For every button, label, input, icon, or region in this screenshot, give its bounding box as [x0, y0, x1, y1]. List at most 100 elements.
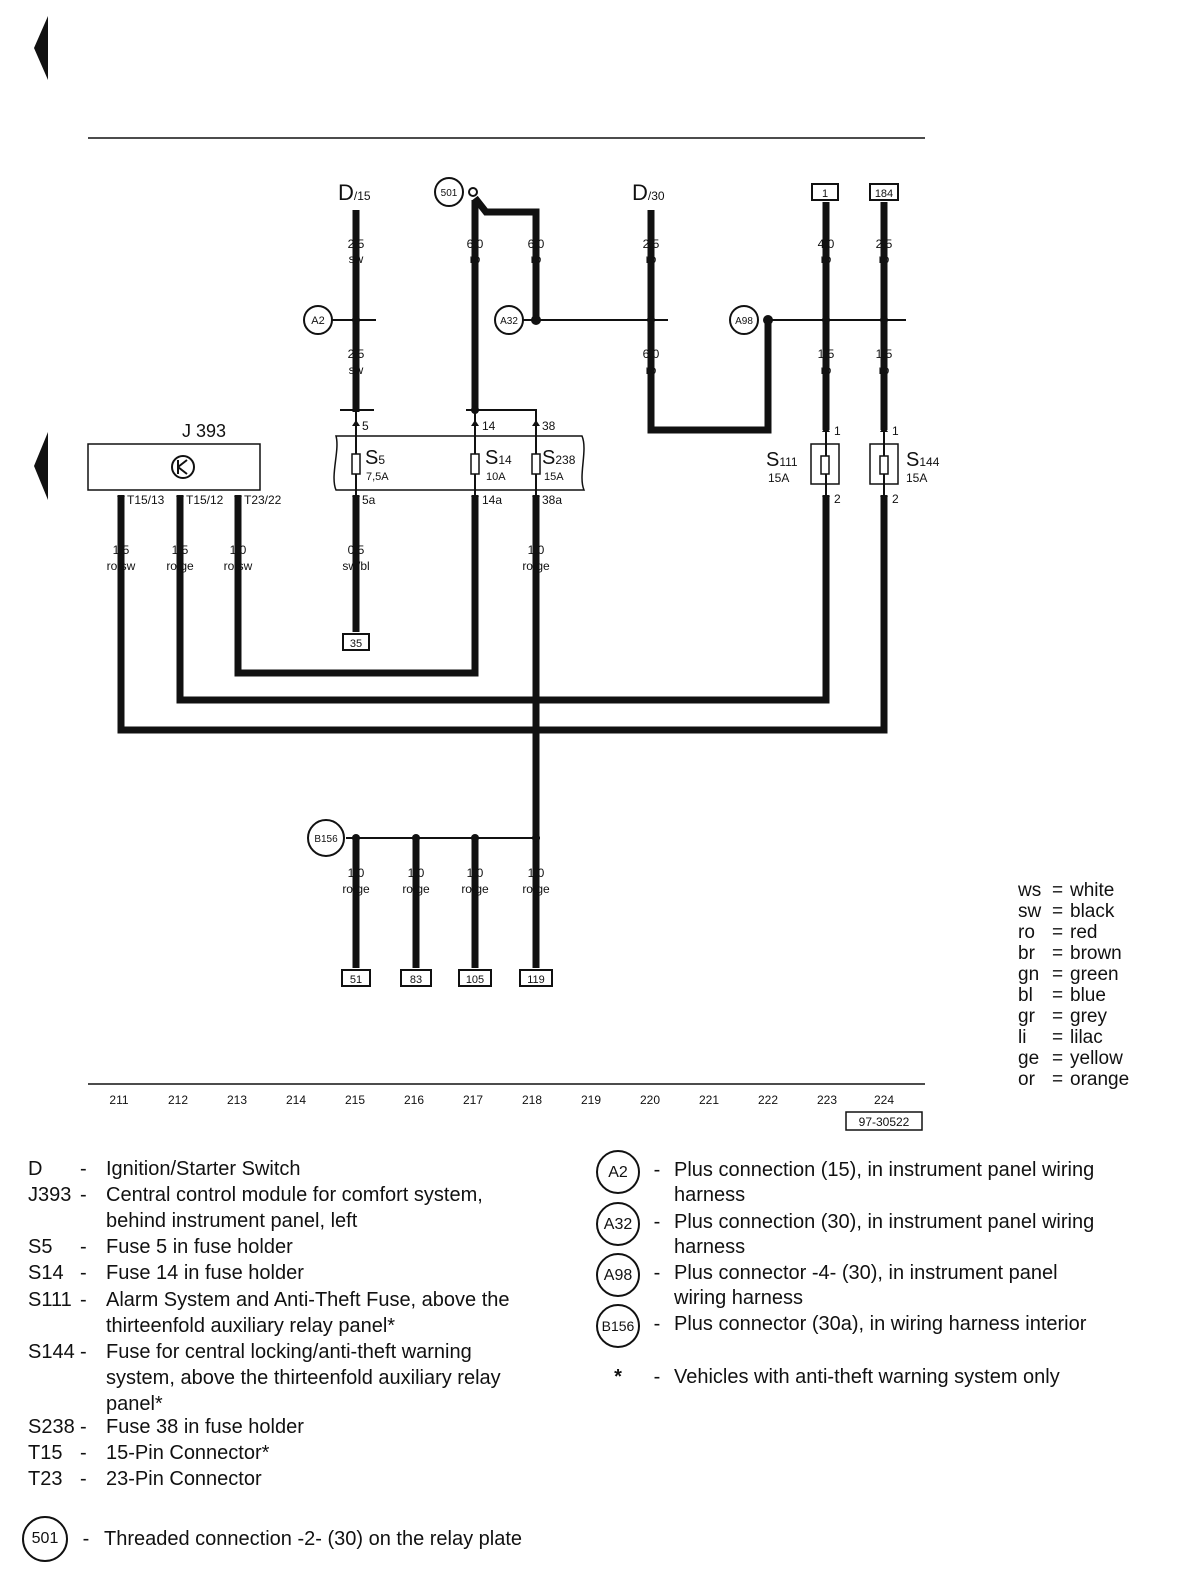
connector-501: 501: [434, 177, 478, 207]
ruler-219: 219: [581, 1093, 601, 1107]
ruler-211: 211: [109, 1093, 128, 1107]
svg-text:1,0: 1,0: [467, 866, 484, 880]
connector-a2: A2: [303, 305, 333, 335]
ref-box-119: 119: [519, 969, 553, 987]
svg-text:83: 83: [410, 974, 422, 986]
equals: =: [1052, 901, 1064, 922]
ref-box-105: 105: [458, 969, 492, 987]
pin-arrows: [117, 420, 888, 502]
svg-text:ro: ro: [821, 252, 832, 266]
equals: =: [1052, 1069, 1064, 1090]
svg-text:1,5: 1,5: [113, 543, 130, 557]
svg-text:38a: 38a: [542, 493, 562, 507]
fuse-holder: [333, 435, 586, 491]
svg-text:ro/ge: ro/ge: [522, 882, 550, 896]
svg-text:ro: ro: [646, 363, 657, 377]
ruler-212: 212: [168, 1093, 188, 1107]
svg-text:4,0: 4,0: [818, 237, 835, 251]
legend-row-a2: A2-Plus connection (15), in instrument p…: [596, 1150, 1124, 1208]
ruler-222: 222: [758, 1093, 778, 1107]
svg-text:2,5: 2,5: [643, 237, 660, 251]
fuse-holder-wires: [355, 412, 537, 496]
connector-a2-icon: A2: [596, 1150, 640, 1194]
svg-text:ro/sw: ro/sw: [224, 559, 253, 573]
ruler-216: 216: [404, 1093, 424, 1107]
svg-text:1,0: 1,0: [528, 543, 545, 557]
svg-text:ro: ro: [879, 252, 890, 266]
svg-text:ro: ro: [531, 252, 542, 266]
svg-text:1,0: 1,0: [408, 866, 425, 880]
page-arrow-top-icon[interactable]: [34, 16, 48, 80]
svg-text:A32: A32: [500, 316, 518, 327]
d30-label: D/30: [632, 180, 665, 205]
thin-wires: [330, 319, 906, 839]
svg-text:1,5: 1,5: [818, 347, 835, 361]
svg-text:A98: A98: [735, 316, 753, 327]
svg-text:5a: 5a: [362, 493, 376, 507]
legend-row-b156: B156-Plus connector (30a), in wiring har…: [596, 1304, 1124, 1348]
legend-row-t23: T23-23-Pin Connector: [28, 1468, 262, 1490]
svg-text:T23/22: T23/22: [244, 493, 282, 507]
legend-row-s238: S238-Fuse 38 in fuse holder: [28, 1416, 304, 1438]
legend-row-s5: S5-Fuse 5 in fuse holder: [28, 1236, 293, 1258]
svg-text:5: 5: [362, 419, 369, 433]
s14-label: S14: [485, 447, 512, 469]
module-j393: [87, 443, 261, 491]
color-key-row: ge=yellow: [1018, 1048, 1123, 1069]
ref-box-83: 83: [400, 969, 432, 987]
svg-text:ro/ge: ro/ge: [461, 882, 489, 896]
legend-row-501: 501 - Threaded connection -2- (30) on th…: [22, 1516, 564, 1562]
color-key-row: br=brown: [1018, 943, 1122, 964]
svg-text:35: 35: [350, 638, 362, 650]
ref-box-1: 1: [811, 183, 839, 201]
equals: =: [1052, 1027, 1064, 1048]
legend-row-s144: S144-Fuse for central locking/anti-theft…: [28, 1341, 501, 1415]
svg-text:1,0: 1,0: [528, 866, 545, 880]
equals: =: [1052, 1048, 1064, 1069]
svg-text:119: 119: [527, 974, 545, 986]
svg-text:38: 38: [542, 419, 556, 433]
legend-row-s111: S111-Alarm System and Anti-Theft Fuse, a…: [28, 1289, 510, 1337]
pin-labels: 5 14 38 5a 14a 38a 1 2 1 2 T15/13 T15/12…: [127, 419, 899, 507]
svg-text:6,0: 6,0: [467, 237, 484, 251]
legend-row-d: D-Ignition/Starter Switch: [28, 1158, 301, 1180]
page-arrow-mid-icon[interactable]: [34, 432, 48, 500]
svg-text:B156: B156: [314, 834, 338, 845]
svg-text:2: 2: [892, 492, 899, 506]
legend-row-s14: S14-Fuse 14 in fuse holder: [28, 1262, 304, 1284]
svg-text:ro/sw: ro/sw: [107, 559, 136, 573]
svg-text:ro/ge: ro/ge: [166, 559, 194, 573]
ruler-224: 224: [874, 1093, 894, 1107]
svg-text:6,0: 6,0: [643, 347, 660, 361]
ref-box-184: 184: [869, 183, 899, 201]
wiring-diagram: D/15 D/30 501 1 184 2,5sw 6,0ro 6,0ro 2,…: [34, 16, 940, 1131]
s111-label: S111: [766, 449, 798, 471]
svg-text:T15/12: T15/12: [186, 493, 224, 507]
legend-row-t15: T15-15-Pin Connector*: [28, 1442, 270, 1464]
equals: =: [1052, 1006, 1064, 1027]
svg-text:501: 501: [441, 188, 458, 199]
svg-text:ro: ro: [646, 252, 657, 266]
legend-row-a98: A98-Plus connector -4- (30), in instrume…: [596, 1253, 1084, 1311]
color-key-row: li=lilac: [1018, 1027, 1103, 1048]
svg-text:1,5: 1,5: [876, 347, 893, 361]
ruler-220: 220: [640, 1093, 660, 1107]
junctions: [352, 315, 888, 842]
ruler-214: 214: [286, 1093, 306, 1107]
svg-text:1,5: 1,5: [172, 543, 189, 557]
equals: =: [1052, 922, 1064, 943]
color-key-row: bl=blue: [1018, 985, 1106, 1006]
doc-number: 97-30522: [845, 1111, 923, 1131]
color-key-row: ws=white: [1018, 880, 1115, 901]
equals: =: [1052, 943, 1064, 964]
j393-label: J 393: [182, 421, 226, 441]
d15-label: D/15: [338, 180, 371, 205]
ruler-223: 223: [817, 1093, 837, 1107]
equals: =: [1052, 985, 1064, 1006]
fuse-s144: [869, 430, 899, 496]
s238-label: S238: [542, 447, 576, 469]
color-key-row: sw=black: [1018, 901, 1115, 922]
svg-text:2,5: 2,5: [348, 237, 365, 251]
s238-rating: 15A: [544, 471, 564, 483]
connector-a32-icon: A32: [596, 1202, 640, 1246]
